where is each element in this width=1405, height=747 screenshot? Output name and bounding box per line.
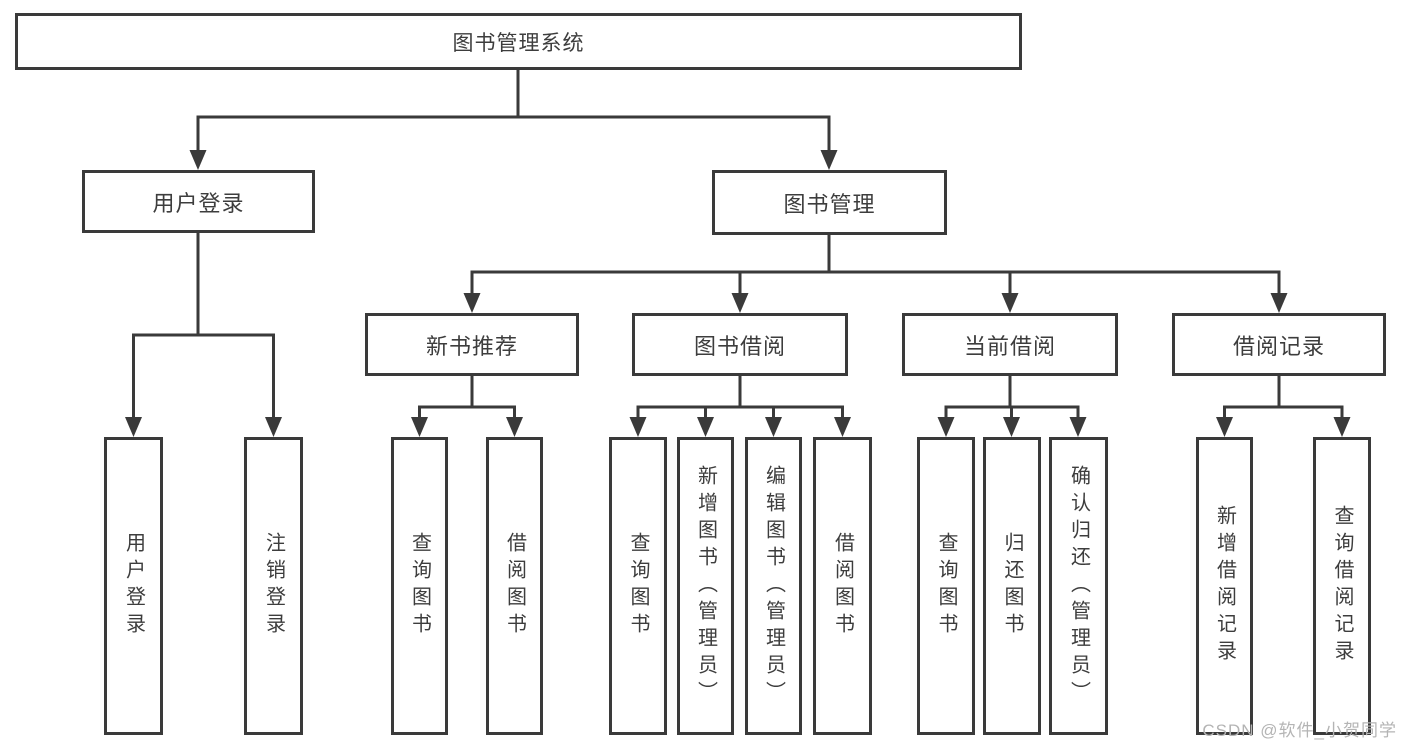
node-label: 用户登录 xyxy=(122,532,145,640)
leaf-query-books-1: 查询图书 xyxy=(391,437,448,735)
node-label: 新增借阅记录 xyxy=(1213,505,1236,667)
leaf-confirm-return-admin: 确认归还（管理员） xyxy=(1049,437,1108,735)
node-label: 查询借阅记录 xyxy=(1331,505,1353,667)
leaf-user-login: 用户登录 xyxy=(104,437,163,735)
node-label: 查询图书 xyxy=(408,532,431,640)
leaf-borrow-books-1: 借阅图书 xyxy=(486,437,543,735)
node-label: 注销登录 xyxy=(262,532,285,640)
node-label: 归还图书 xyxy=(1001,532,1023,640)
leaf-logout: 注销登录 xyxy=(244,437,303,735)
node-label: 借阅图书 xyxy=(503,532,526,640)
node-label: 编辑图书（管理员） xyxy=(762,464,785,708)
leaf-query-borrow-record: 查询借阅记录 xyxy=(1313,437,1371,735)
node-book-management: 图书管理 xyxy=(712,170,947,235)
leaf-return-books: 归还图书 xyxy=(983,437,1041,735)
leaf-add-books-admin: 新增图书（管理员） xyxy=(677,437,734,735)
csdn-watermark: CSDN @软件_小贺同学 xyxy=(1202,721,1397,740)
node-user-login: 用户登录 xyxy=(82,170,315,233)
node-label: 查询图书 xyxy=(935,532,957,640)
node-label: 查询图书 xyxy=(627,532,649,640)
node-root: 图书管理系统 xyxy=(15,13,1022,70)
leaf-query-books-2: 查询图书 xyxy=(609,437,667,735)
leaf-borrow-books-2: 借阅图书 xyxy=(813,437,872,735)
node-label: 新增图书（管理员） xyxy=(694,464,717,708)
node-book-borrow: 图书借阅 xyxy=(632,313,848,376)
leaf-edit-books-admin: 编辑图书（管理员） xyxy=(745,437,802,735)
node-new-book-recommend: 新书推荐 xyxy=(365,313,579,376)
leaf-query-books-3: 查询图书 xyxy=(917,437,975,735)
node-label: 借阅图书 xyxy=(831,532,854,640)
node-current-borrow: 当前借阅 xyxy=(902,313,1118,376)
leaf-add-borrow-record: 新增借阅记录 xyxy=(1196,437,1253,735)
node-borrow-records: 借阅记录 xyxy=(1172,313,1386,376)
node-label: 确认归还（管理员） xyxy=(1067,464,1090,708)
